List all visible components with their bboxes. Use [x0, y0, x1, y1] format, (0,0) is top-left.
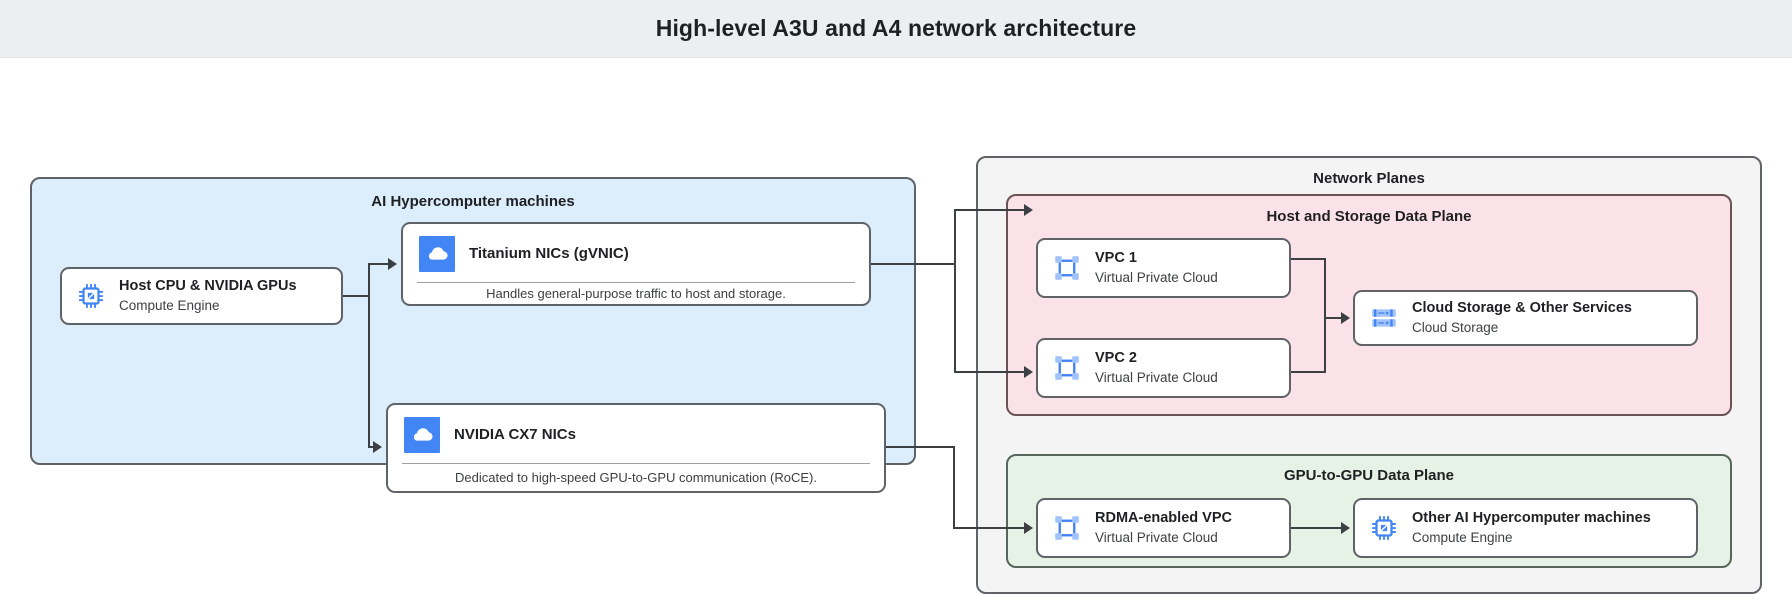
arrowhead-to-rdma-vpc	[1024, 522, 1033, 534]
vpc-icon	[1055, 356, 1079, 380]
arrowhead-to-cx7	[373, 441, 382, 453]
storage-rack-icon	[1372, 309, 1396, 327]
card-nvidia-cx7-nics[interactable]: NVIDIA CX7 NICs Dedicated to high-speed …	[386, 403, 886, 493]
connector-vpc1-out	[1291, 258, 1326, 260]
arrowhead-to-vpc1	[1024, 204, 1033, 216]
card-titanium-nics[interactable]: Titanium NICs (gVNIC) Handles general-pu…	[401, 222, 871, 306]
group-label-gpu-to-gpu-data-plane: GPU-to-GPU Data Plane	[1283, 467, 1455, 484]
node-subtitle-rdma-enabled-vpc: Virtual Private Cloud	[1095, 529, 1218, 545]
node-vpc-1[interactable]: VPC 1 Virtual Private Cloud	[1036, 238, 1291, 298]
group-label-ai-hypercomputer-machines: AI Hypercomputer machines	[371, 193, 575, 210]
arrowhead-to-vpc2	[1024, 366, 1033, 378]
card-divider-titanium	[417, 282, 855, 283]
page-title: High-level A3U and A4 network architectu…	[655, 15, 1137, 41]
vpc-icon	[1055, 516, 1079, 540]
connector-merge-to-storage	[1324, 317, 1341, 319]
card-title-nvidia-cx7-nics: NVIDIA CX7 NICs	[454, 425, 576, 443]
connector-hostcpu-up	[368, 264, 370, 296]
connector-cx7-out	[886, 446, 955, 448]
connector-bus-to-vpc2	[954, 371, 1024, 373]
cpu-chip-icon	[79, 284, 103, 308]
node-subtitle-other-ai-hypercomputer-machines: Compute Engine	[1412, 529, 1513, 545]
connector-cx7-down	[953, 446, 955, 529]
node-title-other-ai-hypercomputer-machines: Other AI Hypercomputer machines	[1412, 510, 1651, 527]
connector-rdma-to-other-machines	[1291, 527, 1341, 529]
arrowhead-to-titanium	[388, 258, 397, 270]
node-title-vpc-1: VPC 1	[1095, 250, 1137, 267]
node-subtitle-vpc-1: Virtual Private Cloud	[1095, 269, 1218, 285]
node-title-cloud-storage: Cloud Storage & Other Services	[1412, 300, 1632, 317]
connector-vpc2-out	[1291, 371, 1326, 373]
node-vpc-2[interactable]: VPC 2 Virtual Private Cloud	[1036, 338, 1291, 398]
cpu-chip-icon	[1372, 516, 1396, 540]
node-subtitle-vpc-2: Virtual Private Cloud	[1095, 369, 1218, 385]
node-other-ai-hypercomputer-machines[interactable]: Other AI Hypercomputer machines Compute …	[1353, 498, 1698, 558]
cloud-square-icon	[419, 236, 455, 272]
node-cloud-storage[interactable]: Cloud Storage & Other Services Cloud Sto…	[1353, 290, 1698, 346]
arrowhead-to-other-machines	[1341, 522, 1350, 534]
node-subtitle-cloud-storage: Cloud Storage	[1412, 319, 1499, 335]
card-description-nvidia-cx7-nics: Dedicated to high-speed GPU-to-GPU commu…	[455, 470, 817, 485]
connector-bus-to-vpc1	[954, 209, 1024, 211]
connector-cx7-to-rdma	[953, 527, 1024, 529]
connector-hostcpu-down	[368, 295, 370, 447]
connector-hostcpu-out	[343, 295, 370, 297]
group-label-network-planes: Network Planes	[1313, 170, 1425, 187]
arrowhead-to-cloud-storage	[1341, 312, 1350, 324]
card-divider-cx7	[402, 463, 870, 464]
connector-vpc-merge-bus	[1324, 258, 1326, 373]
diagram-canvas: AI Hypercomputer machines	[0, 58, 1792, 594]
node-host-cpu[interactable]: Host CPU & NVIDIA GPUs Compute Engine	[60, 267, 343, 325]
card-title-titanium-nics: Titanium NICs (gVNIC)	[469, 244, 629, 262]
card-description-titanium-nics: Handles general-purpose traffic to host …	[486, 286, 786, 301]
connector-hostcpu-to-cx7	[368, 446, 373, 448]
vpc-icon	[1055, 256, 1079, 280]
connector-titanium-bus	[954, 209, 956, 373]
node-title-vpc-2: VPC 2	[1095, 350, 1137, 367]
connector-titanium-out	[871, 263, 956, 265]
connector-hostcpu-to-titanium	[368, 263, 388, 265]
header-bar: High-level A3U and A4 network architectu…	[0, 0, 1792, 58]
group-label-host-and-storage-data-plane: Host and Storage Data Plane	[1266, 208, 1472, 225]
node-title-host-cpu: Host CPU & NVIDIA GPUs	[119, 278, 297, 295]
node-title-rdma-enabled-vpc: RDMA-enabled VPC	[1095, 510, 1232, 527]
cloud-square-icon	[404, 417, 440, 453]
node-rdma-enabled-vpc[interactable]: RDMA-enabled VPC Virtual Private Cloud	[1036, 498, 1291, 558]
node-subtitle-host-cpu: Compute Engine	[119, 297, 220, 313]
